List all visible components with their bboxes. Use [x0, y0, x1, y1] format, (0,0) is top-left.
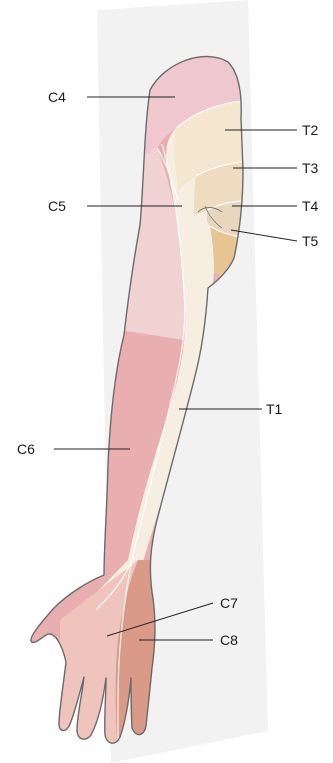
label-c6: C6 [17, 441, 35, 457]
label-t2: T2 [302, 122, 319, 138]
label-c4: C4 [48, 89, 66, 105]
label-t1: T1 [266, 401, 283, 417]
label-c8: C8 [220, 632, 238, 648]
label-t4: T4 [302, 198, 319, 214]
label-c5: C5 [48, 198, 66, 214]
label-t3: T3 [302, 160, 319, 176]
label-t5: T5 [302, 233, 319, 249]
label-c7: C7 [220, 595, 238, 611]
